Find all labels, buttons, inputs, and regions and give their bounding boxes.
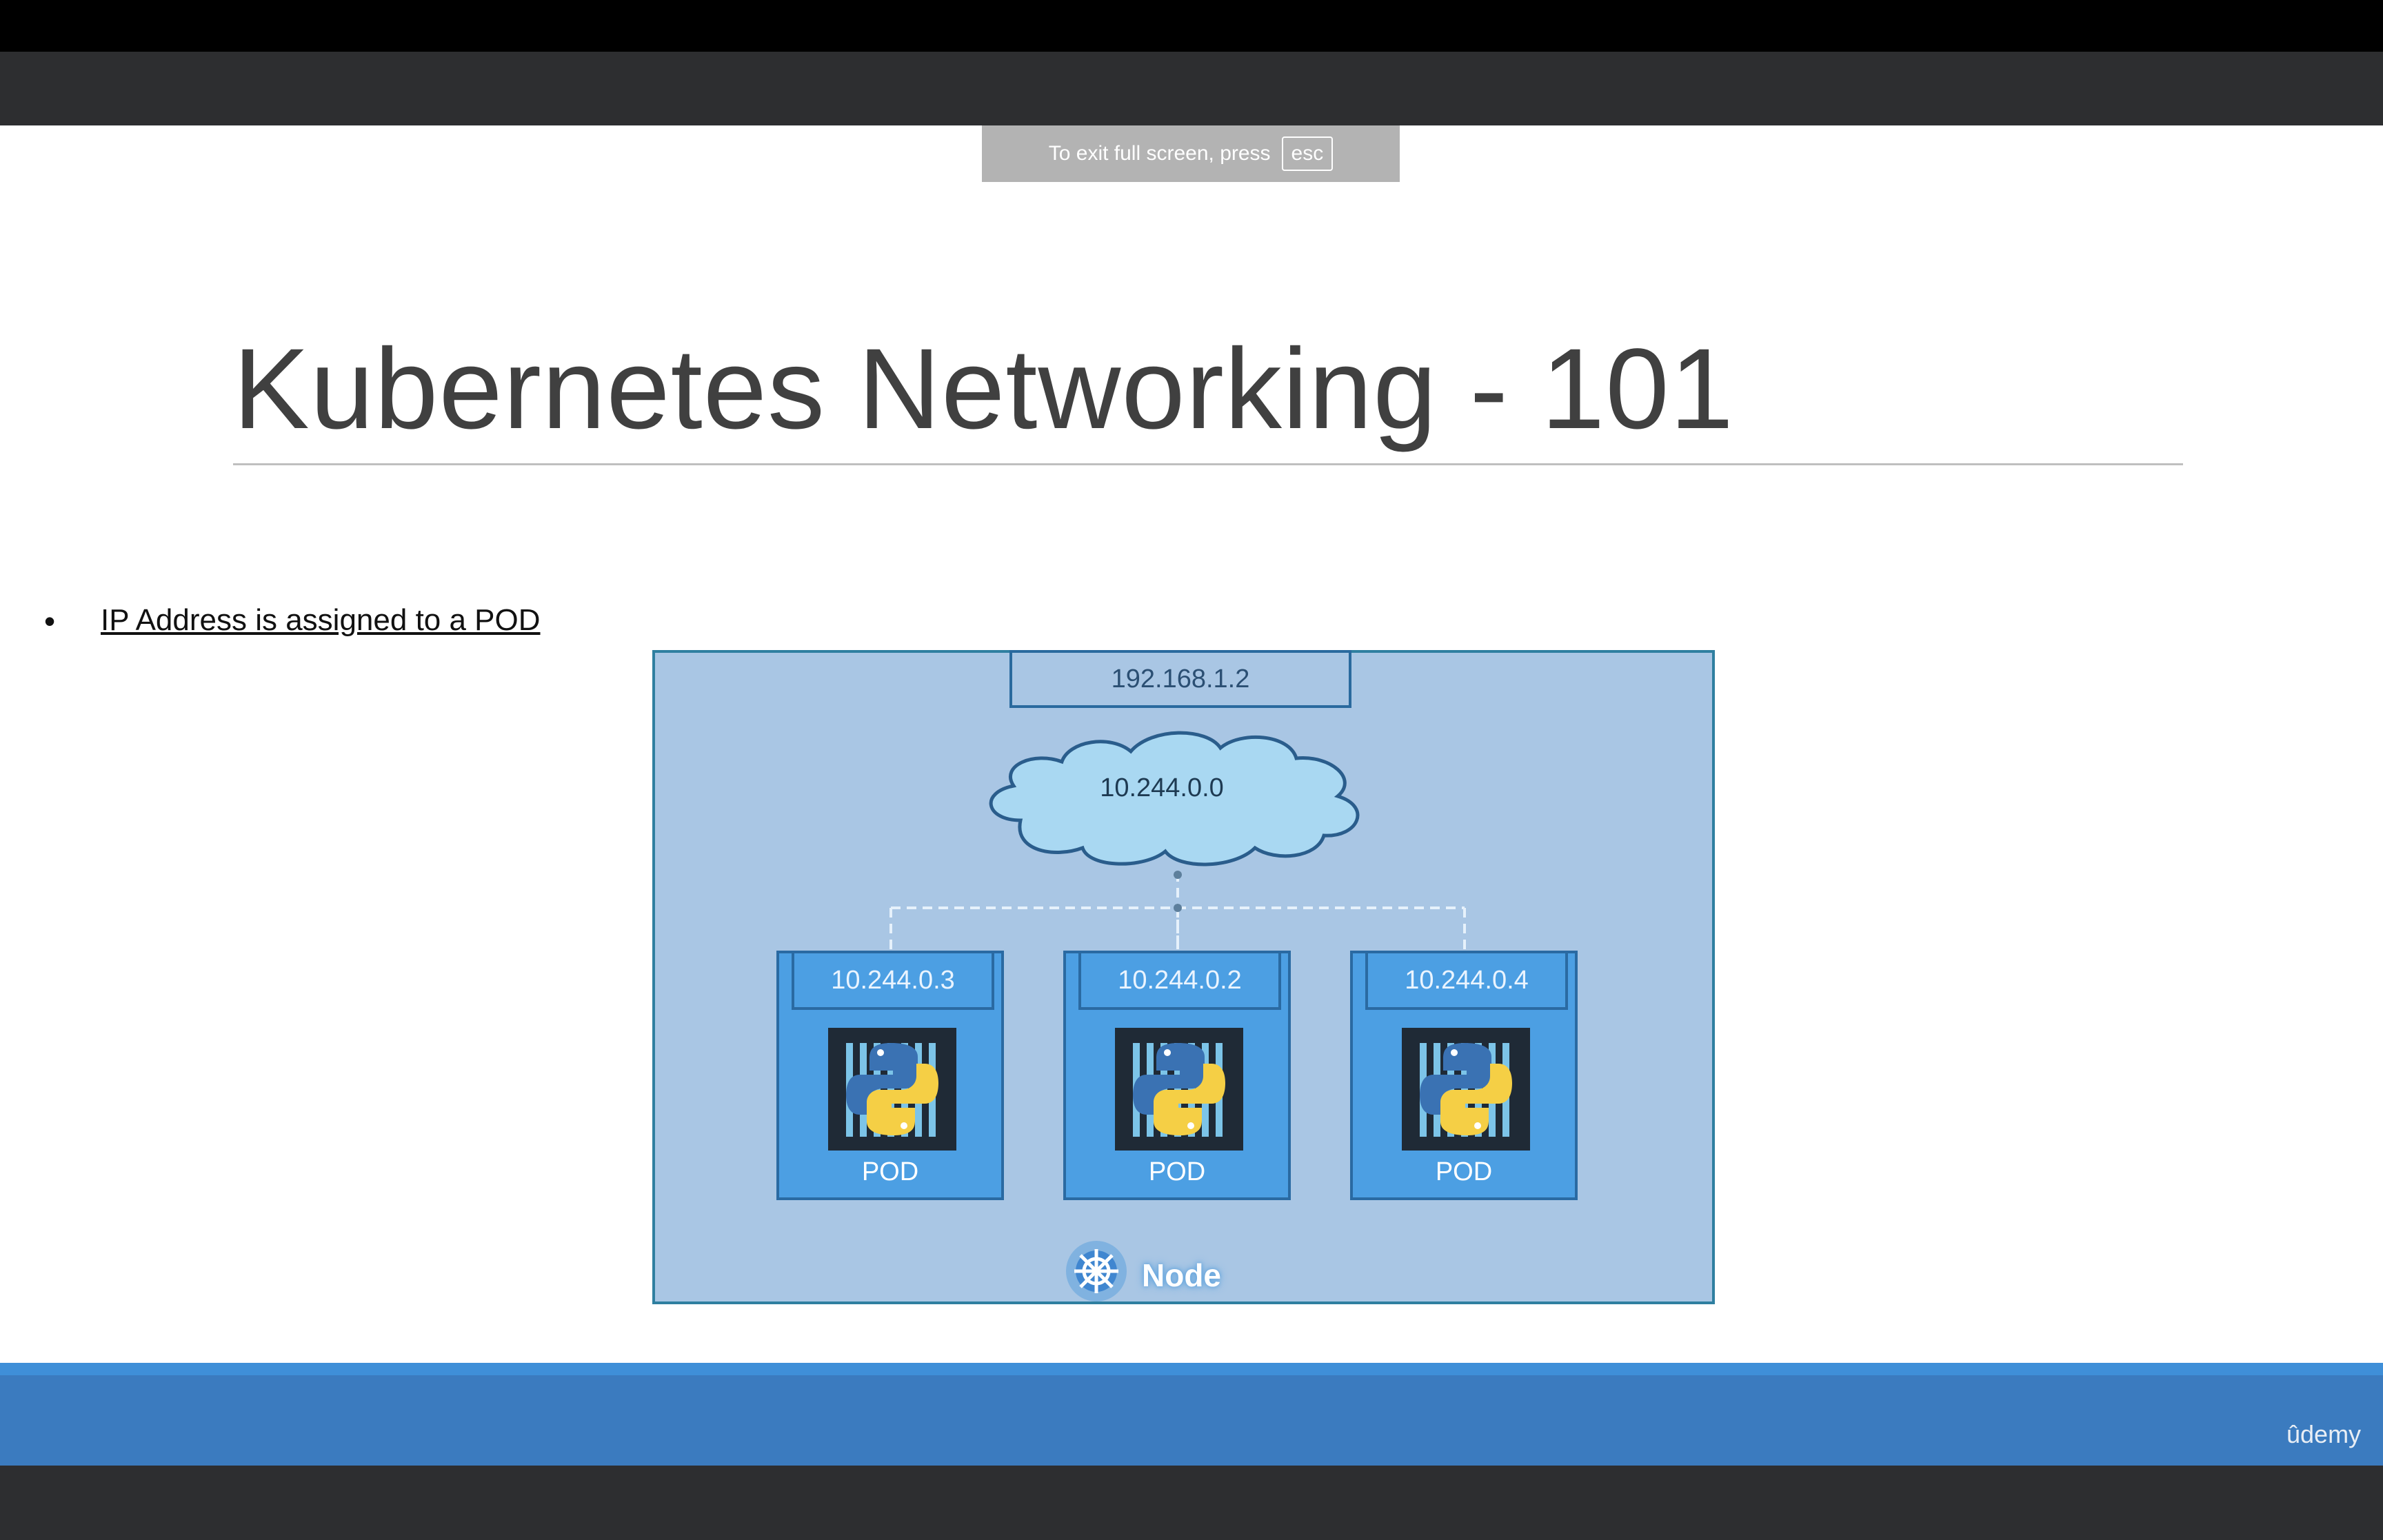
node-ip-label: 192.168.1.2 xyxy=(1009,650,1351,708)
pod-card: 10.244.0.4 POD xyxy=(1350,951,1578,1200)
pod-ip-label: 10.244.0.3 xyxy=(792,953,994,1010)
fullscreen-exit-toast: To exit full screen, press esc xyxy=(982,125,1400,182)
player-top-bar xyxy=(0,52,2383,125)
esc-key-hint: esc xyxy=(1281,136,1334,171)
bullet-text: IP Address is assigned to a POD xyxy=(101,603,541,637)
pod-label: POD xyxy=(1435,1157,1493,1186)
pod-label: POD xyxy=(1148,1157,1206,1186)
slide-footer-stripe xyxy=(0,1363,2383,1375)
slide-footer-band xyxy=(0,1375,2383,1466)
python-container-icon xyxy=(1402,1028,1530,1151)
python-container-icon xyxy=(828,1028,956,1151)
node-label: Node xyxy=(1142,1257,1221,1293)
cloud-network-icon xyxy=(989,731,1360,867)
bullet-marker: • xyxy=(44,603,56,639)
pod-label: POD xyxy=(861,1157,919,1186)
title-divider xyxy=(233,463,2183,465)
udemy-logo: ûdemy xyxy=(2286,1420,2362,1448)
pod-ip-label: 10.244.0.2 xyxy=(1078,953,1281,1010)
slide-title: Kubernetes Networking - 101 xyxy=(233,325,1734,453)
pod-card: 10.244.0.2 POD xyxy=(1063,951,1291,1200)
cloud-network-label: 10.244.0.0 xyxy=(1100,773,1224,802)
pod-network-links xyxy=(889,871,1466,951)
python-container-icon xyxy=(1115,1028,1243,1151)
kubernetes-helm-icon xyxy=(1066,1241,1127,1301)
player-bottom-bar xyxy=(0,1466,2383,1540)
top-letterbox xyxy=(0,0,2383,52)
fullscreen-toast-message: To exit full screen, press xyxy=(1048,142,1271,165)
pod-ip-label: 10.244.0.4 xyxy=(1365,953,1568,1010)
pod-card: 10.244.0.3 POD xyxy=(776,951,1004,1200)
